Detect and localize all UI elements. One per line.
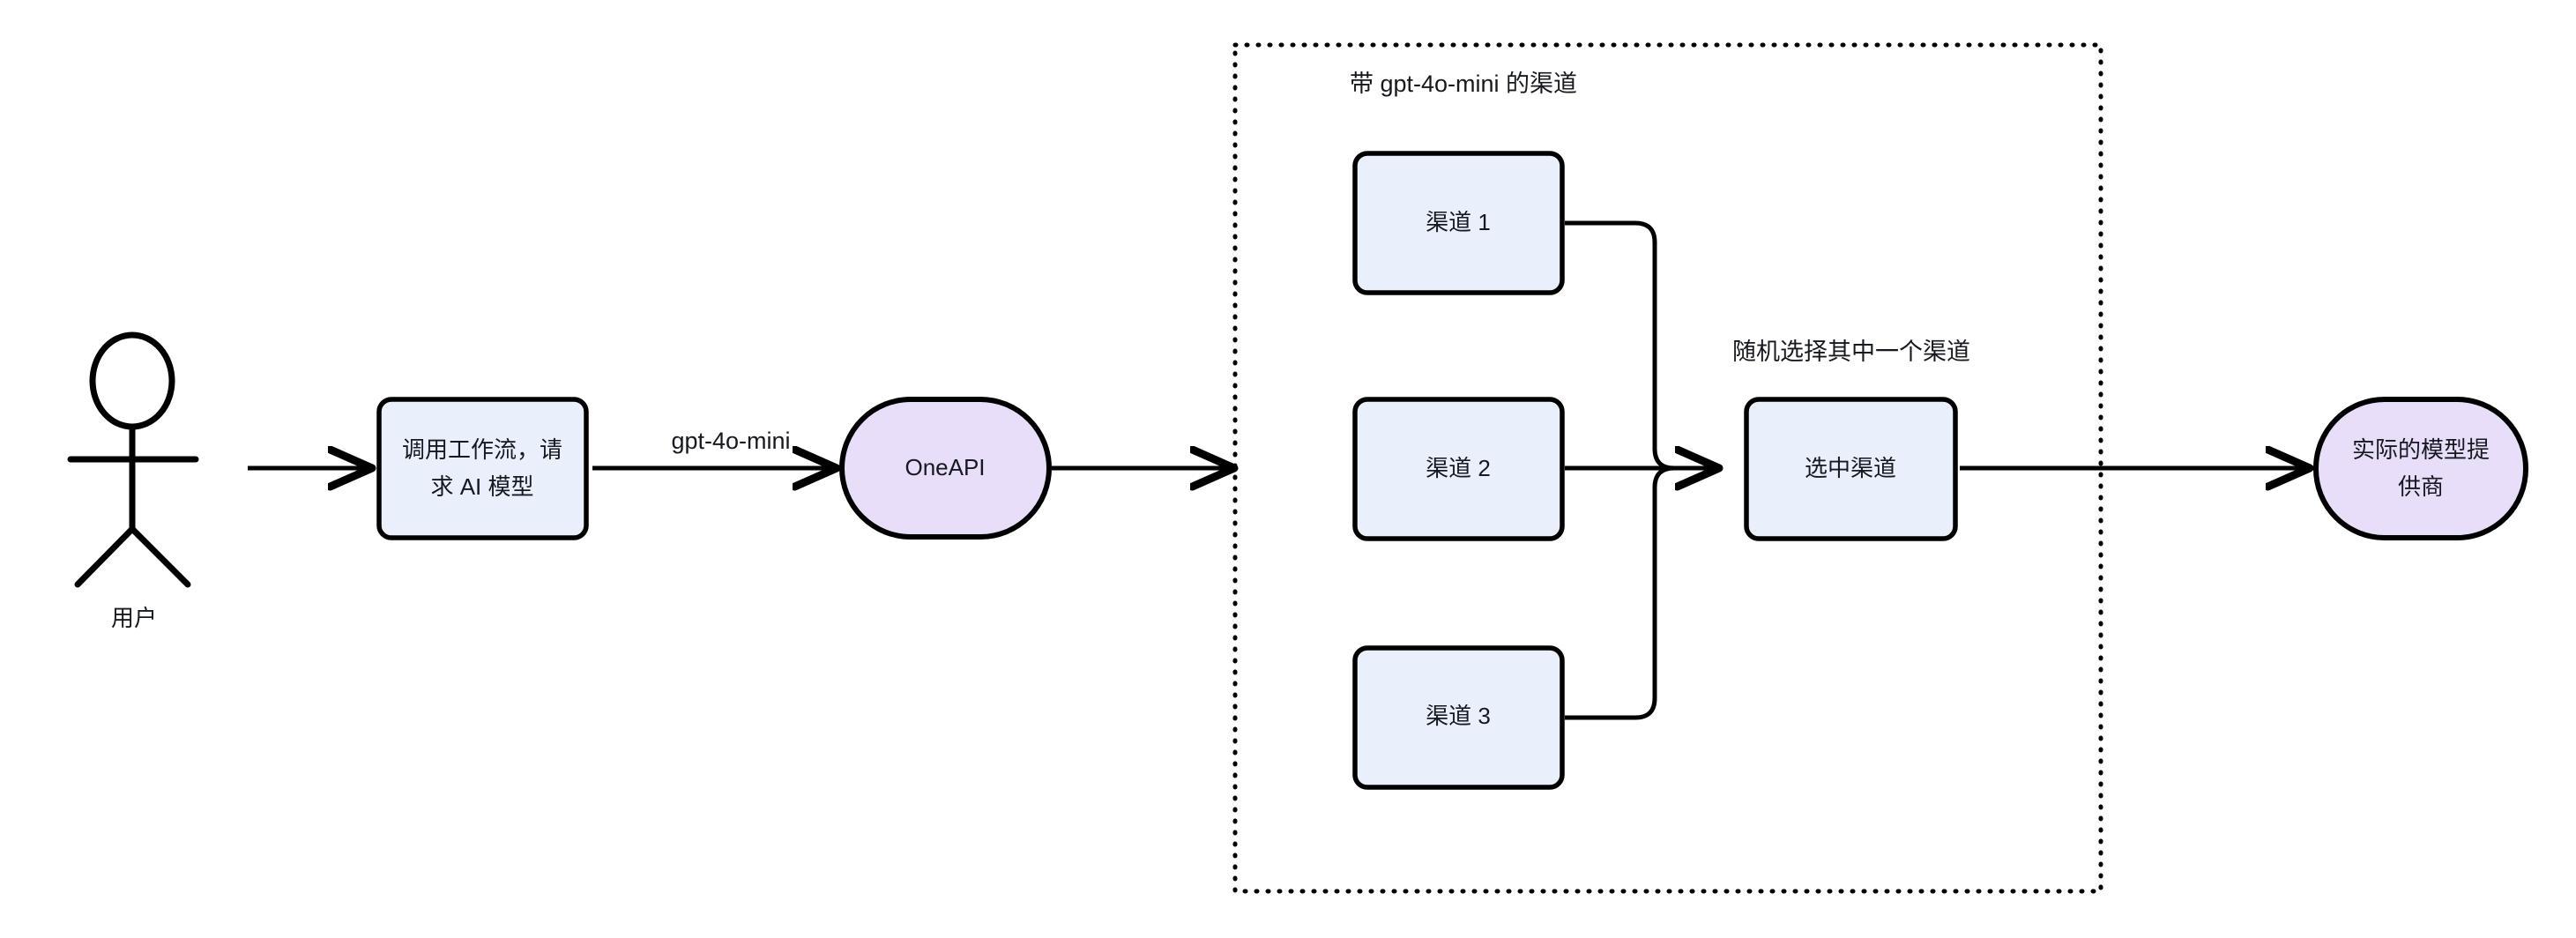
node-channel-3-label: 渠道 3	[1426, 703, 1491, 729]
node-selected-channel[interactable]: 选中渠道	[1744, 397, 1958, 541]
node-channel-1-label: 渠道 1	[1426, 209, 1491, 235]
node-channel-2[interactable]: 渠道 2	[1352, 397, 1565, 541]
edge-label-random-pick: 随机选择其中一个渠道	[1732, 339, 1970, 365]
node-channel-1-shape[interactable]	[1352, 151, 1565, 295]
node-channel-3-shape[interactable]	[1352, 645, 1565, 790]
node-selected-channel-shape[interactable]	[1744, 397, 1958, 541]
node-provider-label-line1: 实际的模型提	[2352, 436, 2490, 463]
node-channel-2-label: 渠道 2	[1426, 455, 1491, 481]
user-actor-label: 用户	[111, 605, 157, 631]
node-oneapi-label: OneAPI	[905, 454, 985, 480]
node-oneapi-shape[interactable]	[839, 397, 1052, 540]
edge-label-model-name: gpt-4o-mini	[671, 428, 790, 454]
node-workflow-shape[interactable]	[376, 397, 589, 540]
node-channel-3[interactable]: 渠道 3	[1352, 645, 1565, 790]
node-provider-label-line2: 供商	[2398, 473, 2444, 500]
actor-right-leg-icon	[129, 525, 191, 588]
edge-channel-1-to-selected	[1565, 220, 1717, 471]
node-provider[interactable]: 实际的模型提 供商	[2313, 397, 2528, 540]
channel-group-title: 带 gpt-4o-mini 的渠道	[1350, 71, 1577, 97]
edge-channel-3-to-selected	[1565, 465, 1717, 720]
node-workflow[interactable]: 调用工作流，请 求 AI 模型	[376, 397, 589, 540]
node-selected-channel-label: 选中渠道	[1805, 455, 1896, 481]
user-actor	[67, 331, 199, 588]
node-oneapi[interactable]: OneAPI	[839, 397, 1052, 540]
actor-head-icon	[89, 331, 175, 430]
node-provider-shape[interactable]	[2313, 397, 2528, 540]
node-workflow-label-line2: 求 AI 模型	[430, 473, 533, 500]
node-channel-2-shape[interactable]	[1352, 397, 1565, 541]
node-workflow-label-line1: 调用工作流，请	[402, 436, 562, 463]
node-channel-1[interactable]: 渠道 1	[1352, 151, 1565, 295]
actor-left-leg-icon	[74, 525, 136, 588]
